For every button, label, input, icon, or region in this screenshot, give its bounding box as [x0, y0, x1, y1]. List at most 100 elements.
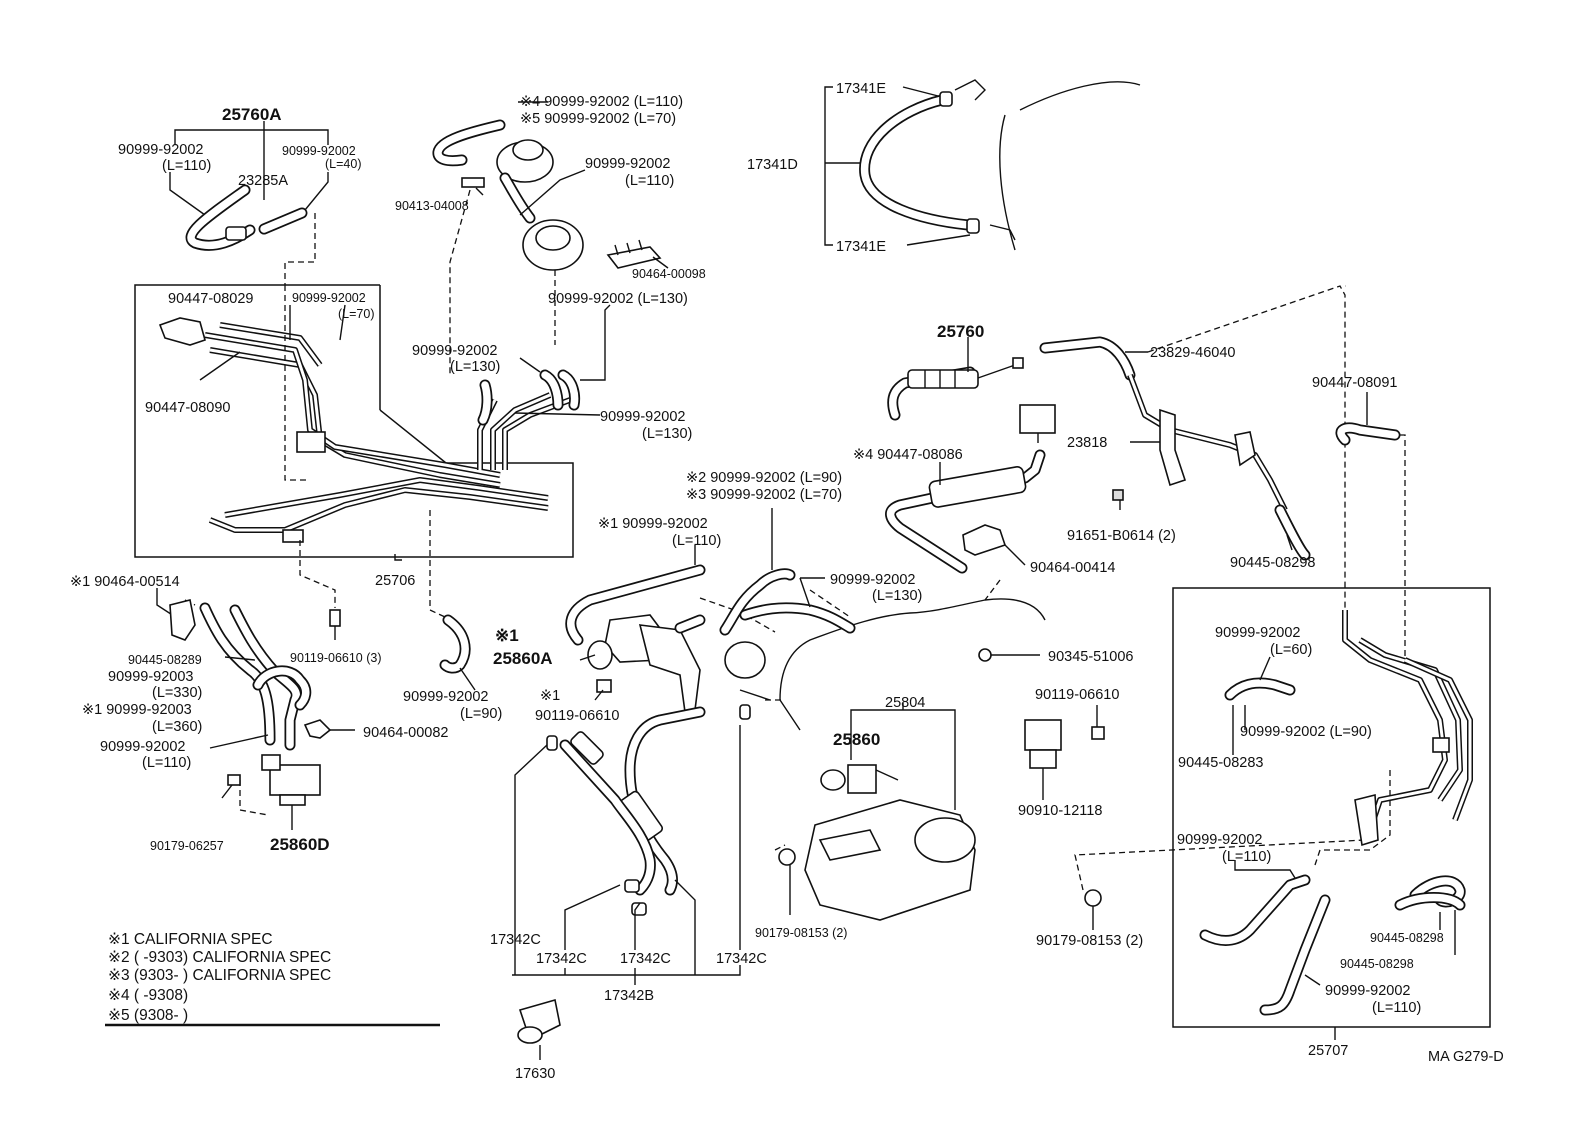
label-90999-92002-l130-a: 90999-92002 (L=130)	[548, 291, 688, 307]
label-90999-92002-l130-b: 90999-92002	[412, 343, 497, 359]
label-l110-f: (L=110)	[1372, 1000, 1421, 1016]
label-l110-c: (L=110)	[672, 533, 721, 549]
label-91651-b0614: 91651-B0614 (2)	[1067, 528, 1176, 544]
label-90999-92002-l90-b: 90999-92002 (L=90)	[1240, 724, 1372, 740]
vsv-90910-12118	[774, 648, 1366, 930]
label-l130-d: (L=130)	[872, 588, 922, 604]
hose-90447-08091	[1335, 392, 1406, 660]
hose-s2-s3	[719, 508, 856, 679]
label-s4-90447-08086: ※4 90447-08086	[853, 447, 963, 463]
pipe-bundle-25707	[1199, 610, 1473, 1040]
frame-group-25707	[1172, 587, 1491, 1028]
label-17341D: 17341D	[747, 157, 798, 173]
labels: 25760A 90999-92002 (L=110) 90999-92002 (…	[70, 81, 1504, 1082]
label-23818: 23818	[1067, 435, 1107, 451]
label-17341E-bot: 17341E	[836, 239, 886, 255]
label-l360: (L=360)	[152, 719, 202, 735]
label-s2-row: ※2 90999-92002 (L=90)	[686, 470, 842, 486]
label-s1-90999-92003: ※1 90999-92003	[82, 702, 192, 718]
label-90447-08091: 90447-08091	[1312, 375, 1397, 391]
label-25706: 25706	[375, 573, 415, 589]
hose-25760A	[169, 121, 329, 285]
label-s1-row: ※1 90999-92002	[598, 516, 708, 532]
label-90999-92002-l70: 90999-92002	[292, 291, 366, 305]
label-l70: (L=70)	[338, 307, 374, 321]
label-23829-46040: 23829-46040	[1150, 345, 1235, 361]
label-s5-row: ※5 90999-92002 (L=70)	[520, 111, 676, 127]
label-90999-92002-l40: 90999-92002	[282, 144, 356, 158]
engine-outline	[699, 579, 1046, 731]
label-90999-92002-l130-d: 90999-92002	[830, 572, 915, 588]
label-90999-92002-l110-b: 90999-92002	[585, 156, 670, 172]
label-90999-92002-l110-a: 90999-92002	[118, 142, 203, 158]
label-l130-c: (L=130)	[642, 426, 692, 442]
label-l90-a: (L=90)	[460, 706, 502, 722]
note-4: ※4 ( -9308)	[108, 987, 188, 1004]
label-l130-b: (L=130)	[450, 359, 500, 375]
label-17342C-c: 17342C	[620, 951, 671, 967]
label-figure-code: MA G279-D	[1428, 1049, 1504, 1065]
label-25860A: 25860A	[493, 649, 553, 668]
label-23285A: 23285A	[238, 173, 288, 189]
hose-90999-92002-l90	[439, 614, 476, 691]
label-90999-92003-l330: 90999-92003	[108, 669, 193, 685]
label-90999-92002-l110-f: 90999-92002	[1325, 983, 1410, 999]
note-5: ※5 (9308- )	[108, 1007, 188, 1024]
label-90464-00082: 90464-00082	[363, 725, 448, 741]
label-90179-08153-a: 90179-08153 (2)	[755, 926, 847, 940]
label-25860D: 25860D	[270, 835, 330, 854]
label-l40: (L=40)	[325, 157, 361, 171]
label-l330: (L=330)	[152, 685, 202, 701]
label-90999-92002-l110-d: 90999-92002	[100, 739, 185, 755]
hose-17341D	[824, 79, 1141, 251]
sensor-17630	[517, 998, 561, 1060]
label-90179-08153-b: 90179-08153 (2)	[1036, 933, 1143, 949]
label-90999-92002-l60: 90999-92002	[1215, 625, 1300, 641]
label-90999-92002-l110-e: 90999-92002	[1177, 832, 1262, 848]
label-25707: 25707	[1308, 1043, 1348, 1059]
label-90464-00414: 90464-00414	[1030, 560, 1115, 576]
label-17341E-top: 17341E	[836, 81, 886, 97]
label-90447-08029: 90447-08029	[168, 291, 253, 307]
valve-assembly-top	[432, 101, 669, 381]
label-25760: 25760	[937, 322, 984, 341]
label-17342B: 17342B	[604, 988, 654, 1004]
label-25760A: 25760A	[222, 105, 282, 124]
label-90119-06610-a: 90119-06610	[535, 708, 619, 724]
label-s1-90464-00514: ※1 90464-00514	[70, 574, 180, 590]
label-l110-a: (L=110)	[162, 158, 211, 174]
label-s4-row: ※4 90999-92002 (L=110)	[520, 94, 683, 110]
label-90910-12118: 90910-12118	[1018, 803, 1102, 819]
note-3: ※3 (9303- ) CALIFORNIA SPEC	[108, 967, 331, 984]
label-90445-08289: 90445-08289	[128, 653, 202, 667]
hose-25760	[887, 285, 1346, 610]
label-90445-08298-b: 90445-08298	[1370, 931, 1444, 945]
pipe-bundle-25706	[158, 285, 601, 618]
label-17342C-d: 17342C	[716, 951, 767, 967]
label-90345-51006: 90345-51006	[1048, 649, 1133, 665]
label-17342C-a: 17342C	[490, 932, 541, 948]
label-s1-b: ※1	[540, 688, 560, 704]
label-17342C-b: 17342C	[536, 951, 587, 967]
label-90445-08298-c: 90445-08298	[1340, 957, 1414, 971]
label-l110-b: (L=110)	[625, 173, 674, 189]
note-2: ※2 ( -9303) CALIFORNIA SPEC	[108, 949, 331, 966]
label-90445-08298-a: 90445-08298	[1230, 555, 1315, 571]
hose-90447-08086	[885, 404, 1056, 574]
label-l60: (L=60)	[1270, 642, 1312, 658]
label-90179-06257: 90179-06257	[150, 839, 224, 853]
label-90999-92002-l130-c: 90999-92002	[600, 409, 685, 425]
label-90999-92002-l90-a: 90999-92002	[403, 689, 488, 705]
label-25860: 25860	[833, 730, 880, 749]
label-90119-06610-b: 90119-06610	[1035, 687, 1119, 703]
label-90464-00098: 90464-00098	[632, 267, 706, 281]
vsv-25860D-group	[156, 588, 355, 830]
label-25804: 25804	[885, 695, 925, 711]
label-90119-06610-3: 90119-06610 (3)	[290, 651, 382, 665]
label-90445-08283: 90445-08283	[1178, 755, 1263, 771]
canister-25804	[804, 703, 976, 921]
label-17630: 17630	[515, 1066, 555, 1082]
label-l110-e: (L=110)	[1222, 849, 1271, 865]
label-s1-a: ※1	[495, 626, 519, 645]
